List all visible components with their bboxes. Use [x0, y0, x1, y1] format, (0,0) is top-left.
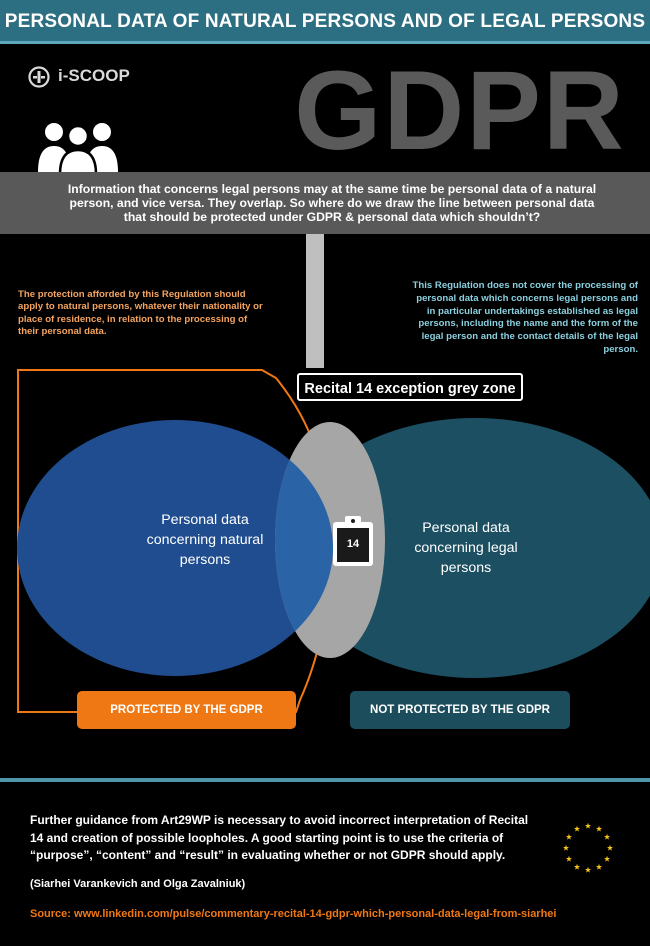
- legal-persons-quote: This Regulation does not cover the proce…: [412, 280, 638, 355]
- i-scoop-logo-icon: [28, 66, 50, 88]
- legal-persons-label: Personal data concerning legal persons: [414, 520, 518, 576]
- eu-star: [606, 844, 614, 851]
- natural-persons-circle: [17, 420, 333, 676]
- eu-star: [595, 863, 603, 870]
- eu-star: [573, 825, 581, 832]
- venn-diagram: [17, 234, 650, 713]
- eu-star: [604, 833, 611, 840]
- eu-star: [565, 855, 572, 862]
- gdpr-hero-word: GDPR: [294, 48, 626, 173]
- page-title: PERSONAL DATA OF NATURAL PERSONS AND OF …: [4, 11, 646, 32]
- bottom-divider: [0, 778, 650, 782]
- info-banner-text: Information that concerns legal persons …: [67, 182, 597, 224]
- eu-star: [584, 866, 592, 873]
- eu-stars-icon: [562, 822, 614, 873]
- eu-star: [573, 863, 581, 870]
- title-bar: [0, 0, 650, 44]
- natural-persons-quote: The protection afforded by this Regulati…: [18, 289, 263, 338]
- source-link[interactable]: Source: www.linkedin.com/pulse/commentar…: [30, 908, 557, 920]
- clipboard-number: 14: [346, 538, 360, 550]
- eu-star: [584, 822, 592, 829]
- eu-star: [565, 833, 572, 840]
- eu-star: [562, 844, 570, 851]
- not-protected-badge: NOT PROTECTED BY THE GDPR: [350, 691, 570, 729]
- eu-star: [595, 825, 603, 832]
- people-group-icon: [38, 123, 118, 174]
- authors-text: (Siarhei Varankevich and Olga Zavalniuk): [30, 878, 246, 890]
- clipboard-icon: [333, 516, 373, 566]
- guidance-text: Further guidance from Art29WP is necessa…: [30, 813, 529, 862]
- protected-badge: PROTECTED BY THE GDPR: [77, 691, 296, 729]
- eu-star: [604, 855, 611, 862]
- recital-14-grey-zone-label: Recital 14 exception grey zone: [297, 373, 523, 401]
- overlap-blue: [275, 422, 333, 658]
- natural-persons-label: Personal data concerning natural persons: [146, 512, 264, 568]
- logo-text: i-SCOOP: [58, 66, 130, 85]
- connector-bar: [306, 234, 324, 368]
- info-banner: [0, 172, 650, 234]
